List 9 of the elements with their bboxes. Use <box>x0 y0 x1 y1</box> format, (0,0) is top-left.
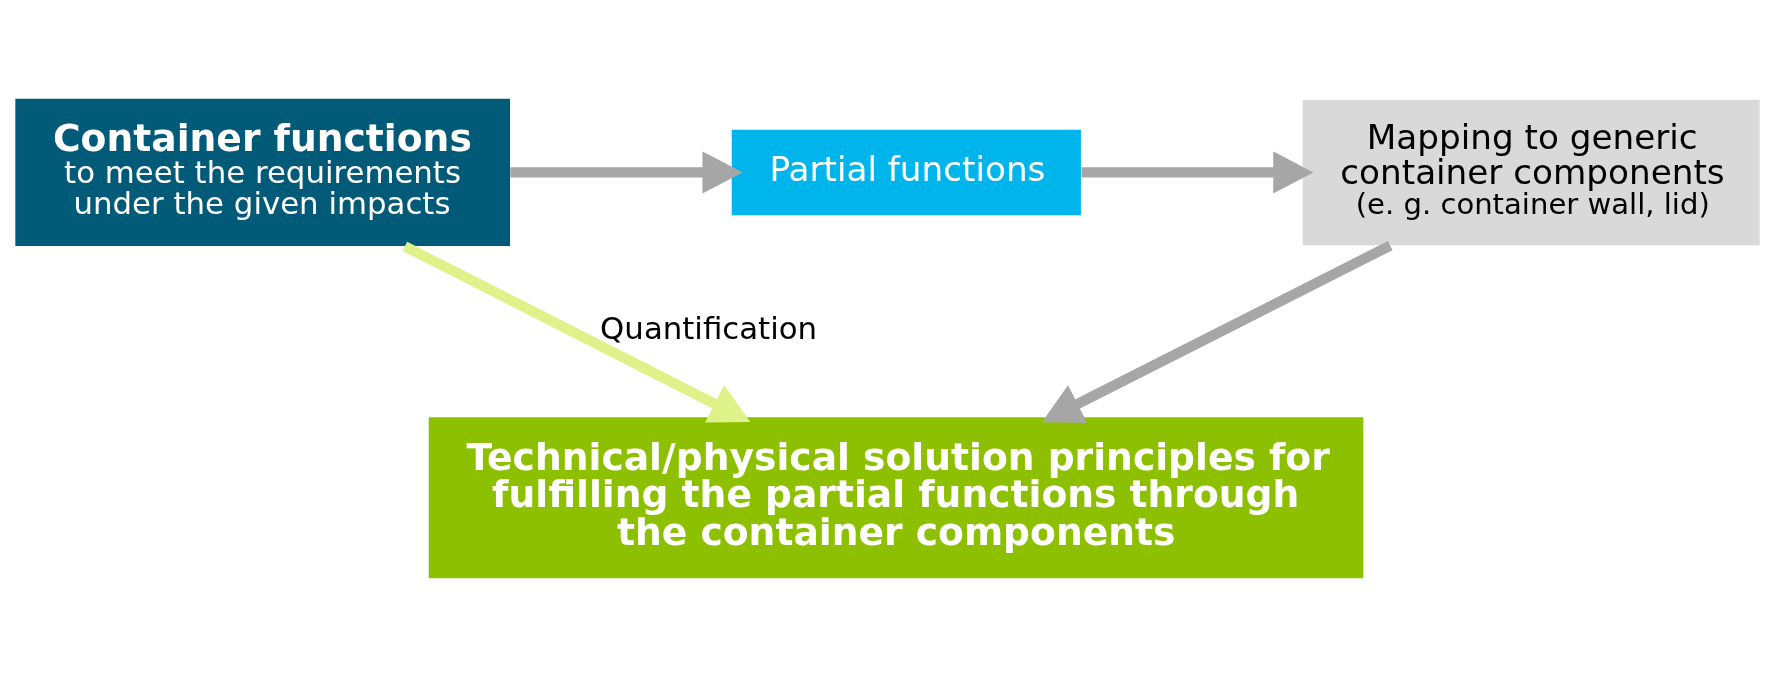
node-box: Partial functions <box>731 129 1081 216</box>
node-box: Container functions to meet the requirements under the given impacts <box>15 98 511 247</box>
node-box: Technical/physical solution principles for fulfilling the partial functions through the container components <box>428 417 1364 579</box>
arrow <box>1041 241 1393 423</box>
arrow <box>510 151 743 194</box>
edge-label: Quantification <box>600 310 818 347</box>
arrow <box>402 241 751 423</box>
arrow <box>1081 151 1314 194</box>
node-box: Mapping to generic container components (e. g. container wall, lid) <box>1302 99 1760 246</box>
